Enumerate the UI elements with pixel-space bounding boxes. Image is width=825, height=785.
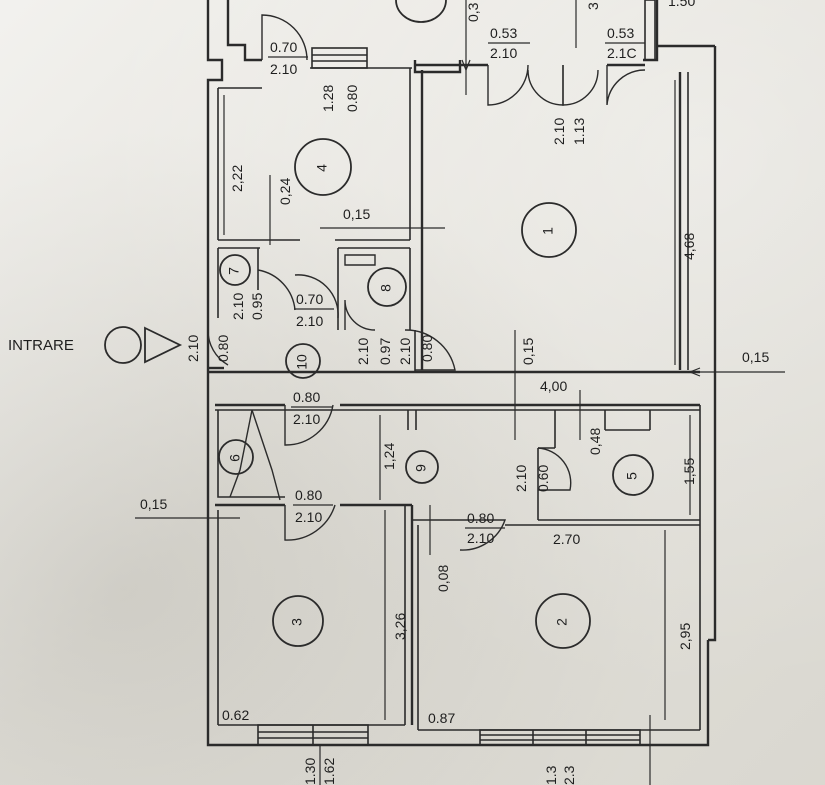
dim-4-68: 4,68 — [681, 233, 697, 260]
dim-0-15-c: 0,15 — [520, 338, 536, 365]
room-4-label: 4 — [314, 164, 330, 172]
room2-door-height: 2.10 — [467, 530, 494, 546]
dim-0-08: 0,08 — [435, 565, 451, 592]
room4-window-width: 0.80 — [344, 85, 360, 112]
room-9-label: 9 — [413, 464, 429, 472]
room5-door-width: 0.60 — [535, 465, 551, 492]
room6-bottom-door-width: 0.80 — [295, 487, 322, 503]
dim-2-70: 2.70 — [553, 531, 580, 547]
room-6-label: 6 — [227, 454, 243, 462]
dimension-lines — [135, 0, 785, 785]
room6-bottom-door-height: 2.10 — [295, 509, 322, 525]
room-10-label: 10 — [294, 354, 310, 370]
entrance-label: INTRARE — [8, 337, 74, 354]
entrance-arrow-icon — [144, 326, 183, 364]
dim-0-15-d: 0,15 — [140, 496, 167, 512]
room-2-label: 2 — [554, 618, 570, 626]
dim-2-3: 2.3 — [561, 765, 577, 785]
room7-door-height: 2.10 — [230, 293, 246, 320]
entrance-door-height: 2.10 — [185, 335, 201, 362]
room-8-label: 8 — [378, 284, 394, 292]
dim-4-00: 4,00 — [540, 378, 567, 394]
dim-0-48: 0,48 — [587, 428, 603, 455]
top-center-height: 2.10 — [551, 118, 567, 145]
room-3-marker — [272, 595, 324, 647]
hall-door-070-width: 0.70 — [296, 291, 323, 307]
dim-3-26: 3,26 — [392, 613, 408, 640]
dim-1-3: 1.3 — [543, 765, 559, 785]
room-6-marker — [218, 439, 254, 475]
partial-room-marker — [395, 0, 447, 23]
room-10-marker — [285, 343, 321, 379]
opening-labels: 0.70 2.10 0.53 2.10 0.53 2.1C 1.13 2.10 … — [185, 25, 645, 546]
room6-top-door-width: 0.80 — [293, 389, 320, 405]
top-door-a-width: 0.53 — [490, 25, 517, 41]
dim-2-95: 2,95 — [677, 623, 693, 650]
hall-door-080-width: 0.80 — [419, 335, 435, 362]
room-1-marker — [521, 202, 577, 258]
dimension-labels: 0,3 3 1.50 2,22 0,24 0,15 4,68 0,15 0,15… — [140, 0, 769, 785]
dim-1-24: 1,24 — [381, 443, 397, 470]
dim-0-3: 0,3 — [465, 2, 481, 22]
top-door-b-height: 2.1C — [607, 45, 637, 61]
room-8-marker — [367, 267, 407, 307]
room-4-marker — [294, 138, 352, 196]
entrance-marker: INTRARE — [8, 326, 183, 364]
top-door-a-height: 2.10 — [490, 45, 517, 61]
dim-1-50: 1.50 — [668, 0, 695, 9]
top-left-door-width: 0.70 — [270, 39, 297, 55]
dim-0-24: 0,24 — [277, 178, 293, 205]
room8-door-height: 2.10 — [355, 338, 371, 365]
walls — [206, 0, 717, 747]
room-markers: 1 2 3 4 5 6 7 8 9 10 — [218, 138, 654, 649]
entrance-circle — [104, 326, 142, 364]
dim-3: 3 — [585, 2, 601, 10]
room4-window-height: 1.28 — [320, 85, 336, 112]
top-door-b-width: 0.53 — [607, 25, 634, 41]
entrance-door-width: 0.80 — [215, 335, 231, 362]
room7-door-width: 0.95 — [249, 293, 265, 320]
dim-1-62: 1.62 — [321, 758, 337, 785]
dim-0-87: 0.87 — [428, 710, 455, 726]
room-2-marker — [535, 593, 591, 649]
hall-door-070-height: 2.10 — [296, 313, 323, 329]
room-5-label: 5 — [624, 472, 640, 480]
top-center-width: 1.13 — [571, 118, 587, 145]
room-7-label: 7 — [226, 267, 242, 275]
dim-1-30: 1.30 — [302, 758, 318, 785]
room-9-marker — [405, 450, 439, 484]
windows — [257, 0, 656, 746]
room5-door-height: 2.10 — [513, 465, 529, 492]
doors — [207, 14, 646, 551]
dim-1-55: 1,55 — [681, 458, 697, 485]
room-1-label: 1 — [540, 227, 556, 235]
room-3-label: 3 — [289, 618, 305, 626]
room-5-marker — [612, 454, 654, 496]
room6-top-door-height: 2.10 — [293, 411, 320, 427]
top-left-door-height: 2.10 — [270, 61, 297, 77]
room8-door-height-b: 2.10 — [397, 338, 413, 365]
dim-0-15-b: 0,15 — [742, 349, 769, 365]
dim-0-62: 0.62 — [222, 707, 249, 723]
dim-2-22: 2,22 — [229, 165, 245, 192]
room8-door-width: 0.97 — [377, 338, 393, 365]
dim-0-15-a: 0,15 — [343, 206, 370, 222]
room2-door-width: 0.80 — [467, 510, 494, 526]
room-7-marker — [219, 254, 251, 286]
